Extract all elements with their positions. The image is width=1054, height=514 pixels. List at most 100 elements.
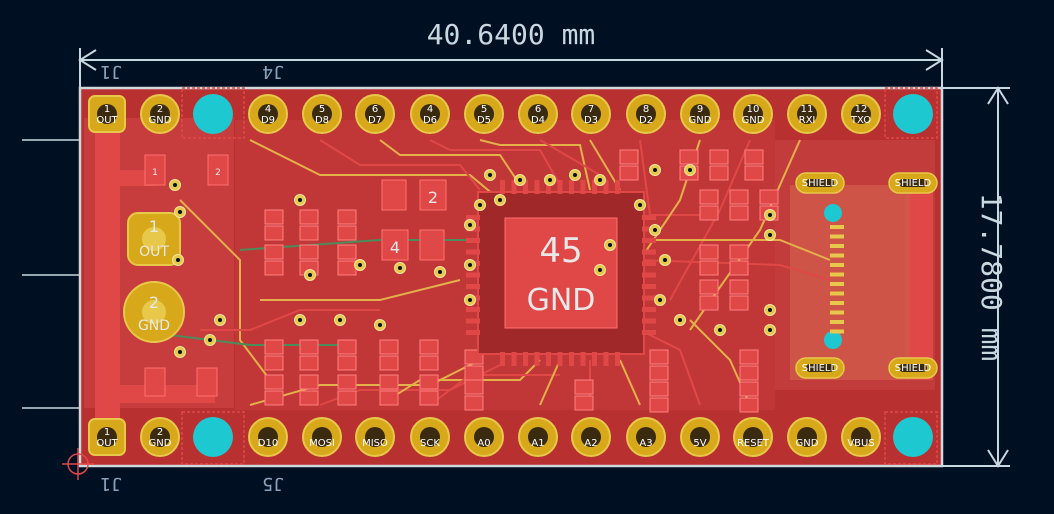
top-header-pin-drill [420,104,440,124]
via-drill [298,318,302,322]
via-drill [598,268,602,272]
terminal-pad-out[interactable]: 1 OUT [127,212,181,266]
passive-pad [464,395,484,411]
smd-pad-label-3: 2 [428,188,438,207]
top-header-pin-number: 4 [265,104,271,115]
refdes-bottom-left: J1 [100,473,122,494]
top-header-pin-number: 7 [588,104,594,115]
usb-shield-slot [899,364,927,372]
usb-signal-pin [830,282,844,286]
passive-pad [739,381,759,397]
usb-shield-pad[interactable]: SHIELD [888,172,938,194]
bottom-header-pin-drill [150,427,170,447]
bottom-header-pin-label: VBUS [847,438,874,449]
usb-signal-pin [830,263,844,267]
top-header-pin-label: D3 [584,115,598,126]
bottom-header-pin-drill [312,427,332,447]
usb-shield-pad[interactable]: SHIELD [795,172,845,194]
bottom-header-pin-drill [97,427,117,447]
mcu-pad-number: 45 [539,231,582,271]
refdes-bottom-mid: J5 [262,473,284,494]
top-header-pin-5[interactable]: 6D7 [355,94,395,134]
passive-pad [337,209,357,225]
chip-pin-bottom [580,352,586,366]
bottom-header-pin-drill [365,427,385,447]
bottom-header-pin-drill [797,427,817,447]
chip-pin-top [603,180,609,194]
top-header-pin-number: 5 [481,104,487,115]
signal-vias [169,164,776,358]
top-header-pin-7[interactable]: 5D5 [464,94,504,134]
smd-pad-label-2: 2 [215,168,221,178]
mounting-hole-bottom-right [893,417,933,457]
passive-pad [337,355,357,371]
refdes-top-mid: J4 [262,61,284,82]
bottom-header-pin-12[interactable]: RESET [733,417,773,457]
bottom-header-pin-drill [636,427,656,447]
top-header-pin-6[interactable]: 4D6 [410,94,450,134]
top-header-pin-4[interactable]: 5D8 [302,94,342,134]
bottom-header-pin-14[interactable]: VBUS [841,417,881,457]
chip-pin-right [642,307,656,312]
top-header-pin-label: OUT [96,115,118,126]
via-drill [768,213,772,217]
bottom-header-pin-6[interactable]: SCK [410,417,450,457]
top-header-pin-3[interactable]: 4D9 [248,94,288,134]
chip-pin-top [523,180,528,194]
via-drill [468,298,472,302]
passive-pad [379,339,399,355]
chip-pin-right [642,295,656,301]
passive-pad [264,244,284,260]
via-drill [548,178,552,182]
via-drill [638,203,642,207]
usb-shield-pad[interactable]: SHIELD [888,357,938,379]
passive-pad [299,225,319,241]
bottom-header-pin-number: 1 [104,427,110,438]
mcu-chip-pins [466,180,656,366]
top-header-pin-8[interactable]: 6D4 [518,94,558,134]
top-header-pin-9[interactable]: 7D3 [571,94,611,134]
top-header-pin-10[interactable]: 8D2 [626,94,666,134]
top-header-pin-drill [851,104,871,124]
board-outline [78,86,944,468]
via-drill [398,266,402,270]
top-header-pin-label: D4 [531,115,545,126]
usb-shield-pads: SHIELD SHIELD SHIELD SHIELD [795,172,938,379]
passive-pad [699,260,719,276]
bottom-header-pin-7[interactable]: A0 [464,417,504,457]
usb-signal-pin [830,272,844,277]
via-drill [438,270,442,274]
bottom-header-pin-3[interactable]: D10 [248,417,288,457]
passive-pad [699,244,719,260]
passive-pad [299,339,319,355]
passive-pad [679,149,699,165]
bottom-header-pin-13[interactable]: GND [787,417,827,457]
passive-pad [337,260,357,276]
bottom-header-pin-9[interactable]: A2 [571,417,611,457]
usb-shield-pad[interactable]: SHIELD [795,357,845,379]
chip-pin-top [500,180,505,194]
bottom-header-pin-5[interactable]: MISO [355,417,395,457]
usb-shield-label: SHIELD [895,178,932,189]
via-drill [768,233,772,237]
bottom-header-pin-10[interactable]: A3 [626,417,666,457]
chip-pin-top [592,180,597,194]
top-header-pin-drill [474,104,494,124]
passive-pad [739,349,759,365]
terminal-pad-gnd[interactable]: 2 GND [123,281,185,343]
passive-pad [759,189,779,205]
via-drill [378,323,382,327]
bottom-header-pin-label: MISO [362,438,388,449]
top-header-pin-number: 11 [801,104,814,115]
bottom-header-pin-4[interactable]: MOSI [302,417,342,457]
bottom-header-pin-11[interactable]: 5V [680,417,720,457]
bottom-header-pin-8[interactable]: A1 [518,417,558,457]
